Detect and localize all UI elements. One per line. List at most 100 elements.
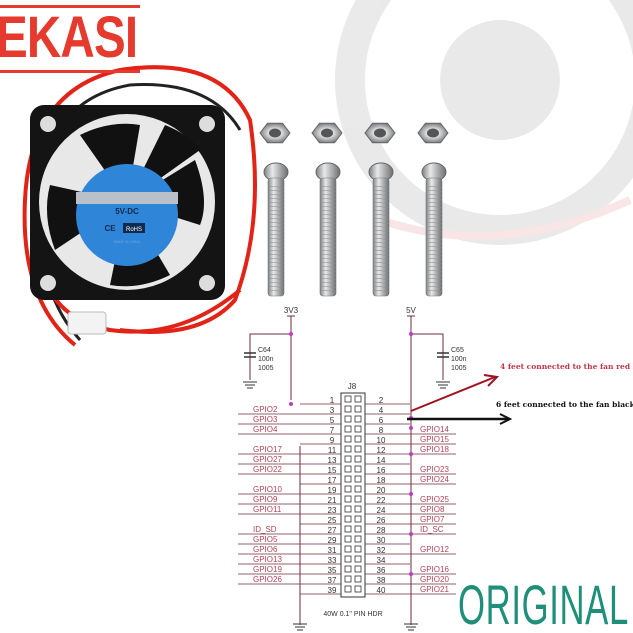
header-name: J8	[348, 382, 357, 391]
rail-3v3-label: 3V3	[284, 306, 299, 315]
pin-number: 18	[377, 476, 386, 485]
gpio-label-left: GPIO26	[253, 575, 282, 584]
gpio-label-left: GPIO19	[253, 565, 282, 574]
pin-26	[354, 515, 362, 523]
pin-39	[344, 585, 352, 593]
pin-14	[354, 455, 362, 463]
nut	[417, 122, 449, 144]
pin-number: 19	[328, 486, 337, 495]
pin-number: 34	[377, 556, 386, 565]
pin-number: 31	[328, 546, 337, 555]
gpio-label-right: GPIO23	[420, 465, 449, 474]
pin-number: 13	[328, 456, 337, 465]
fan-voltage-label: 5V-DC	[115, 207, 139, 216]
pin-number: 23	[328, 506, 337, 515]
logo-rule-bottom	[0, 70, 140, 73]
pin-24	[354, 505, 362, 513]
logo-rule-top	[0, 5, 140, 8]
pin-number: 37	[328, 576, 337, 585]
pin-number: 40	[377, 586, 386, 595]
pin-number: 17	[328, 476, 337, 485]
pin-number: 21	[328, 496, 337, 505]
screw	[368, 162, 394, 297]
gpio-label-left: GPIO17	[253, 445, 282, 454]
pin-number: 25	[328, 516, 337, 525]
gpio-label-left: GPIO27	[253, 455, 282, 464]
pin-2	[354, 395, 362, 403]
pin-number: 32	[377, 546, 386, 555]
pin-10	[354, 435, 362, 443]
pin-1	[344, 395, 352, 403]
gpio-label-right: GPIO16	[420, 565, 449, 574]
pin-21	[344, 495, 352, 503]
pin-38	[354, 575, 362, 583]
rail-5v-label: 5V	[406, 306, 416, 315]
nut	[311, 122, 343, 144]
capacitor-value: 100n	[451, 356, 467, 363]
pin-number: 8	[379, 426, 384, 435]
pin-number: 33	[328, 556, 337, 565]
ce-mark: CE	[104, 224, 116, 233]
gpio-label-left: GPIO3	[253, 415, 278, 424]
pin-34	[354, 555, 362, 563]
gpio-label-left: GPIO6	[253, 545, 278, 554]
pin-31	[344, 545, 352, 553]
screw	[315, 162, 341, 297]
pin-23	[344, 505, 352, 513]
pin-37	[344, 575, 352, 583]
original-watermark: ORIGINAL	[458, 573, 629, 633]
pin-number: 6	[379, 416, 384, 425]
pin-40	[354, 585, 362, 593]
red-arrow	[410, 376, 496, 412]
pin-18	[354, 475, 362, 483]
pin-9	[344, 435, 352, 443]
pin-30	[354, 535, 362, 543]
nut	[364, 122, 396, 144]
pin-19	[344, 485, 352, 493]
pin-number: 27	[328, 526, 337, 535]
capacitor-name: C64	[258, 347, 271, 354]
pin-32	[354, 545, 362, 553]
gpio-label-left: GPIO2	[253, 405, 278, 414]
capacitor-size: 1005	[258, 365, 274, 372]
pin-number: 22	[377, 496, 386, 505]
pin-25	[344, 515, 352, 523]
gpio-label-right: GPIO24	[420, 475, 449, 484]
pin-33	[344, 555, 352, 563]
pin-15	[344, 465, 352, 473]
pin-number: 14	[377, 456, 386, 465]
pin-number: 29	[328, 536, 337, 545]
pin-3	[344, 405, 352, 413]
gpio-label-right: ID_SC	[420, 525, 444, 534]
made-in-label: MADE IN CHINA	[114, 240, 141, 244]
pin-number: 36	[377, 566, 386, 575]
pin-6	[354, 415, 362, 423]
nut	[259, 122, 291, 144]
capacitor-value: 100n	[258, 356, 274, 363]
gpio-label-right: GPIO15	[420, 435, 449, 444]
pin-8	[354, 425, 362, 433]
pin-27	[344, 525, 352, 533]
pin-number: 9	[330, 436, 335, 445]
pin-number: 5	[330, 416, 335, 425]
gpio-label-left: GPIO5	[253, 535, 278, 544]
gpio-label-right: GPIO20	[420, 575, 449, 584]
pin-number: 20	[377, 486, 386, 495]
faded-fan-background	[335, 0, 633, 245]
pin-number: 35	[328, 566, 337, 575]
pin-13	[344, 455, 352, 463]
pin-number: 7	[330, 426, 335, 435]
pin-number: 1	[330, 396, 335, 405]
screw	[421, 162, 447, 297]
gpio-label-left: GPIO22	[253, 465, 282, 474]
pin-11	[344, 445, 352, 453]
gpio-label-right: GPIO14	[420, 425, 449, 434]
black-line-note: 6 feet connected to the fan black line	[496, 400, 633, 409]
pin-28	[354, 525, 362, 533]
gpio-label-right: GPIO18	[420, 445, 449, 454]
fan-connector	[67, 311, 107, 335]
pin-7	[344, 425, 352, 433]
